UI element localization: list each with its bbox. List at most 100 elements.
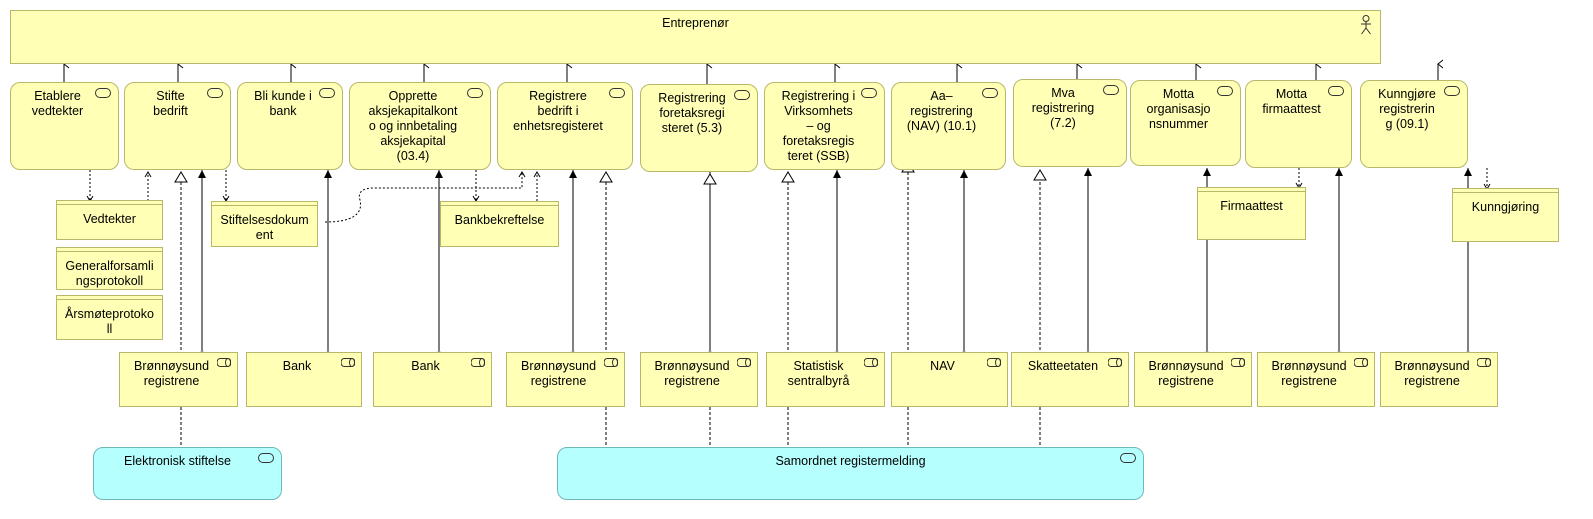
actor-icon bbox=[1361, 15, 1371, 35]
role-icon bbox=[864, 358, 878, 367]
object-header-line bbox=[441, 205, 558, 206]
service-label: Motta firmaattest bbox=[1262, 87, 1321, 116]
object-header-line bbox=[57, 299, 162, 300]
service-icon bbox=[1120, 453, 1136, 463]
platform-label: Elektronisk stiftelse bbox=[124, 454, 231, 468]
service-icon bbox=[319, 88, 335, 98]
service-label: Mva registrering (7.2) bbox=[1031, 86, 1095, 130]
service-registrering-ssb[interactable]: Registrering i Virksomhets – og foretaks… bbox=[764, 82, 885, 170]
object-label: Vedtekter bbox=[83, 212, 136, 226]
object-stiftelsesdokument[interactable]: Stiftelsesdokum ent bbox=[211, 201, 318, 247]
service-bli-kunde-i-bank[interactable]: Bli kunde i bank bbox=[237, 82, 343, 170]
role-label: Brønnøysund registrene bbox=[1271, 359, 1347, 388]
object-vedtekter[interactable]: Vedtekter bbox=[56, 200, 163, 240]
service-icon bbox=[258, 453, 274, 463]
role-label: Brønnøysund registrene bbox=[1148, 359, 1224, 388]
role-icon bbox=[987, 358, 1001, 367]
object-label: Årsmøteprotoko ll bbox=[65, 307, 154, 336]
service-label: Opprette aksjekapitalkont o og innbetali… bbox=[368, 89, 458, 163]
service-aa-registrering[interactable]: Aa– registrering (NAV) (10.1) bbox=[891, 82, 1006, 170]
role-label: Statistisk sentralbyrå bbox=[787, 359, 850, 388]
service-label: Bli kunde i bank bbox=[254, 89, 312, 118]
role-skatteetaten[interactable]: Skatteetaten bbox=[1011, 352, 1129, 407]
role-label: Bank bbox=[282, 359, 312, 373]
service-icon bbox=[207, 88, 223, 98]
object-kunngjoring[interactable]: Kunngjøring bbox=[1452, 188, 1559, 242]
role-icon bbox=[737, 358, 751, 367]
service-label: Registrering foretaksregi steret (5.3) bbox=[658, 91, 726, 135]
service-icon bbox=[734, 90, 750, 100]
role-icon bbox=[217, 358, 231, 367]
service-label: Kunngjøre registrerin g (09.1) bbox=[1378, 87, 1436, 131]
actor-label: Entreprenør bbox=[662, 16, 729, 30]
object-generalforsamlingsprotokoll[interactable]: Generalforsamli ngsprotokoll bbox=[56, 247, 163, 290]
object-header-line bbox=[212, 205, 317, 206]
role-bronnoysund-3[interactable]: Brønnøysund registrene bbox=[640, 352, 758, 407]
service-icon bbox=[1444, 86, 1460, 96]
service-opprette-aksjekapitalkonto[interactable]: Opprette aksjekapitalkont o og innbetali… bbox=[349, 82, 491, 170]
role-label: Brønnøysund registrene bbox=[520, 359, 597, 388]
role-label: Brønnøysund registrene bbox=[654, 359, 730, 388]
service-icon bbox=[467, 88, 483, 98]
service-stifte-bedrift[interactable]: Stifte bedrift bbox=[124, 82, 231, 170]
service-label: Registrering i Virksomhets – og foretaks… bbox=[781, 89, 856, 163]
object-label: Generalforsamli ngsprotokoll bbox=[65, 259, 154, 288]
role-statistisk-sentralbyra[interactable]: Statistisk sentralbyrå bbox=[766, 352, 885, 407]
role-icon bbox=[1108, 358, 1122, 367]
role-bronnoysund-4[interactable]: Brønnøysund registrene bbox=[1134, 352, 1252, 407]
service-label: Aa– registrering (NAV) (10.1) bbox=[906, 89, 977, 133]
service-mva-registrering[interactable]: Mva registrering (7.2) bbox=[1013, 79, 1127, 167]
role-icon bbox=[1354, 358, 1368, 367]
actor-entreprenor[interactable]: Entreprenør bbox=[10, 10, 1381, 64]
platform-samordnet-registermelding[interactable]: Samordnet registermelding bbox=[557, 447, 1144, 500]
service-icon bbox=[1217, 86, 1233, 96]
object-firmaattest[interactable]: Firmaattest bbox=[1197, 187, 1306, 240]
service-motta-organisasjonsnummer[interactable]: Motta organisasjo nsnummer bbox=[1130, 80, 1241, 166]
role-icon bbox=[341, 358, 355, 367]
role-label: Brønnøysund registrene bbox=[133, 359, 210, 388]
role-icon bbox=[471, 358, 485, 367]
object-arsmoteprotokoll[interactable]: Årsmøteprotoko ll bbox=[56, 295, 163, 340]
service-icon bbox=[609, 88, 625, 98]
role-bronnoysund-6[interactable]: Brønnøysund registrene bbox=[1380, 352, 1498, 407]
object-header-line bbox=[57, 251, 162, 252]
service-label: Motta organisasjo nsnummer bbox=[1146, 87, 1211, 131]
service-icon bbox=[95, 88, 111, 98]
object-bankbekreftelse[interactable]: Bankbekreftelse bbox=[440, 201, 559, 247]
service-motta-firmaattest[interactable]: Motta firmaattest bbox=[1245, 80, 1352, 168]
role-nav[interactable]: NAV bbox=[891, 352, 1008, 407]
service-label: Etablere vedtekter bbox=[31, 89, 84, 118]
service-icon bbox=[1328, 86, 1344, 96]
role-icon bbox=[604, 358, 618, 367]
object-header-line bbox=[57, 204, 162, 205]
object-header-line bbox=[1453, 192, 1558, 193]
role-bronnoysund-5[interactable]: Brønnøysund registrene bbox=[1257, 352, 1375, 407]
service-label: Stifte bedrift bbox=[153, 89, 188, 118]
role-bank-1[interactable]: Bank bbox=[246, 352, 362, 407]
service-registrering-foretaksregisteret[interactable]: Registrering foretaksregi steret (5.3) bbox=[640, 84, 758, 172]
role-label: Brønnøysund registrene bbox=[1394, 359, 1470, 388]
role-label: NAV bbox=[930, 359, 955, 373]
object-header-line bbox=[1198, 191, 1305, 192]
object-label: Kunngjøring bbox=[1471, 200, 1540, 214]
role-bronnoysund-2[interactable]: Brønnøysund registrene bbox=[506, 352, 625, 407]
service-icon bbox=[1103, 85, 1119, 95]
role-bank-2[interactable]: Bank bbox=[373, 352, 492, 407]
service-icon bbox=[982, 88, 998, 98]
role-icon bbox=[1231, 358, 1245, 367]
service-label: Registrere bedrift i enhetsregisteret bbox=[513, 89, 603, 133]
service-etablere-vedtekter[interactable]: Etablere vedtekter bbox=[10, 82, 119, 170]
object-label: Stiftelsesdokum ent bbox=[220, 213, 309, 242]
role-bronnoysund-1[interactable]: Brønnøysund registrene bbox=[119, 352, 238, 407]
service-registrere-bedrift[interactable]: Registrere bedrift i enhetsregisteret bbox=[497, 82, 633, 170]
platform-label: Samordnet registermelding bbox=[775, 454, 926, 468]
service-kunngjore-registrering[interactable]: Kunngjøre registrerin g (09.1) bbox=[1360, 80, 1468, 168]
role-icon bbox=[1477, 358, 1491, 367]
role-label: Skatteetaten bbox=[1027, 359, 1099, 373]
service-icon bbox=[861, 88, 877, 98]
object-label: Firmaattest bbox=[1220, 199, 1283, 213]
object-label: Bankbekreftelse bbox=[454, 213, 545, 227]
platform-elektronisk-stiftelse[interactable]: Elektronisk stiftelse bbox=[93, 447, 282, 500]
role-label: Bank bbox=[411, 359, 440, 373]
